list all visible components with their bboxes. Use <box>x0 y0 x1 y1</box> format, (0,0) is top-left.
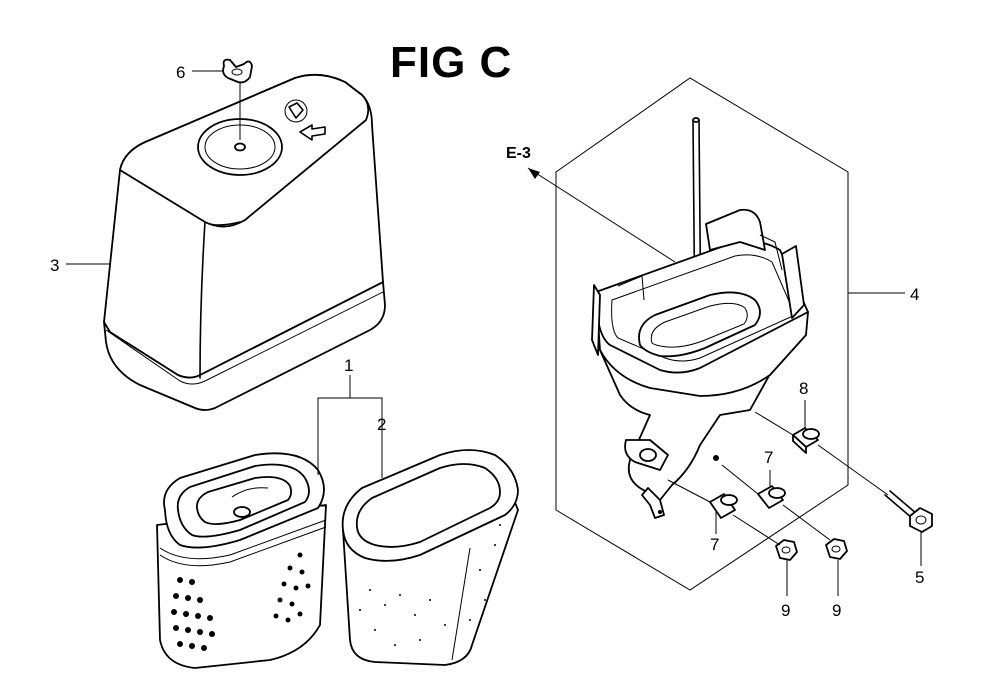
callout-1: 1 <box>344 356 353 375</box>
perforation-holes <box>171 552 311 651</box>
callout-4: 4 <box>910 285 919 304</box>
air-cleaner-cover <box>103 73 386 411</box>
flange-nut-left <box>775 539 798 561</box>
collar-7-left <box>709 493 738 519</box>
callout-3: 3 <box>50 256 59 275</box>
reference-arrow <box>527 167 676 263</box>
callout-7-left: 7 <box>710 535 719 554</box>
figure-title: FIG C <box>390 38 513 87</box>
callout-9-left: 9 <box>781 601 790 620</box>
leader-lines <box>66 70 922 596</box>
flange-nut-right <box>825 538 848 560</box>
bolt-5 <box>884 490 933 533</box>
callout-8: 8 <box>799 379 808 398</box>
air-filter-element <box>156 452 327 669</box>
callout-2: 2 <box>377 415 386 434</box>
air-cleaner-case <box>591 117 809 519</box>
callout-7-right: 7 <box>764 448 773 467</box>
foam-texture <box>359 524 501 646</box>
callout-5: 5 <box>915 568 924 587</box>
callout-6: 6 <box>176 63 185 82</box>
collar-7-right <box>757 485 786 509</box>
callout-9-right: 9 <box>832 601 841 620</box>
assembly-boundary <box>555 77 849 591</box>
reference-label: E-3 <box>506 145 531 162</box>
collar-8 <box>792 427 820 454</box>
foam-pre-filter <box>341 449 519 666</box>
wing-nut <box>222 58 253 140</box>
